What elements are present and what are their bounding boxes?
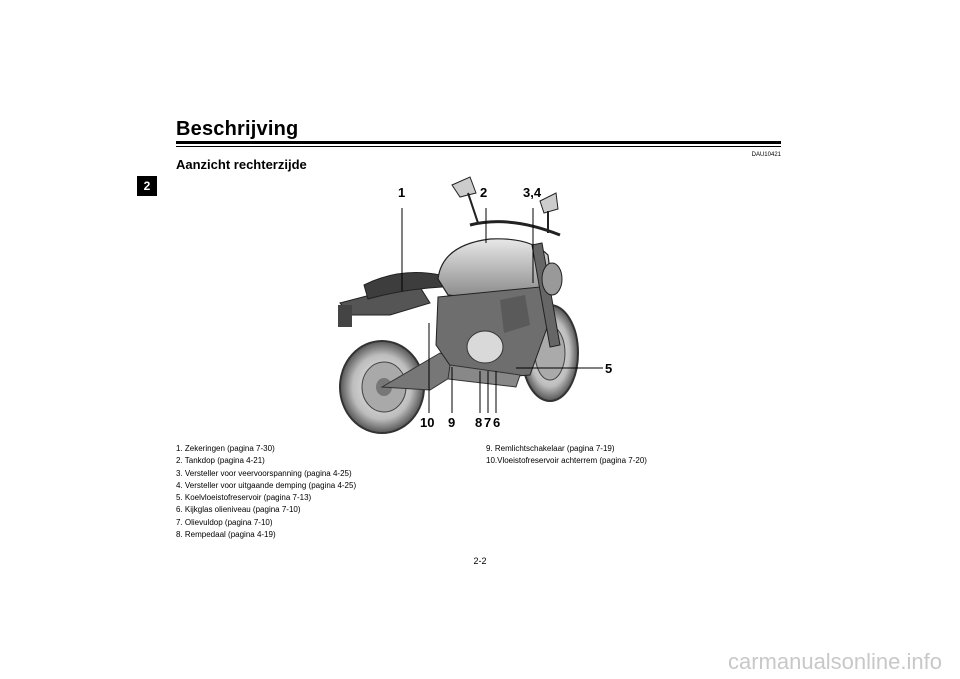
header-rule-thick [176, 141, 781, 144]
section-title: Aanzicht rechterzijde [176, 157, 307, 172]
legend-item: 5. Koelvloeistofreservoir (pagina 7-13) [176, 493, 312, 503]
callout-1: 1 [398, 185, 405, 200]
header-rule-thin [176, 146, 781, 147]
chapter-title: Beschrijving [176, 118, 299, 140]
legend-item: 6. Kijkglas olieniveau (pagina 7-10) [176, 505, 301, 515]
callout-7: 7 [484, 415, 491, 430]
legend-item: 9. Remlichtschakelaar (pagina 7-19) [486, 444, 615, 453]
callout-6: 6 [493, 415, 500, 430]
legend-item: 1. Zekeringen (pagina 7-30) [176, 444, 275, 453]
legend-item: 4. Versteller voor uitgaande demping (pa… [176, 480, 357, 490]
callout-2: 2 [480, 185, 487, 200]
legend-item: 3. Versteller voor veervoorspanning (pag… [176, 468, 352, 478]
motorcycle-illustration: 1 2 3,4 5 10 9 8 7 6 [338, 176, 612, 434]
callout-5: 5 [605, 361, 612, 376]
legend-list-right: 9. Remlichtschakelaar (pagina 7-19) 10.V… [486, 443, 786, 468]
legend-item: 7. Olievuldop (pagina 7-10) [176, 517, 273, 527]
legend-item: 8. Rempedaal (pagina 4-19) [176, 530, 276, 540]
watermark: carmanualsonline.info [727, 649, 942, 674]
page-number: 2-2 [473, 556, 487, 566]
callout-10: 10 [420, 415, 434, 430]
callout-3-4: 3,4 [523, 185, 542, 200]
legend-item: 10.Vloeistofreservoir achterrem (pagina … [486, 456, 647, 466]
legend-list-left: 1. Zekeringen (pagina 7-30) 2. Tankdop (… [176, 443, 476, 541]
callout-8: 8 [475, 415, 482, 430]
document-code: DAU10421 [751, 152, 781, 158]
callout-9: 9 [448, 415, 455, 430]
chapter-tab: 2 [137, 176, 157, 196]
legend-item: 2. Tankdop (pagina 4-21) [176, 456, 265, 466]
